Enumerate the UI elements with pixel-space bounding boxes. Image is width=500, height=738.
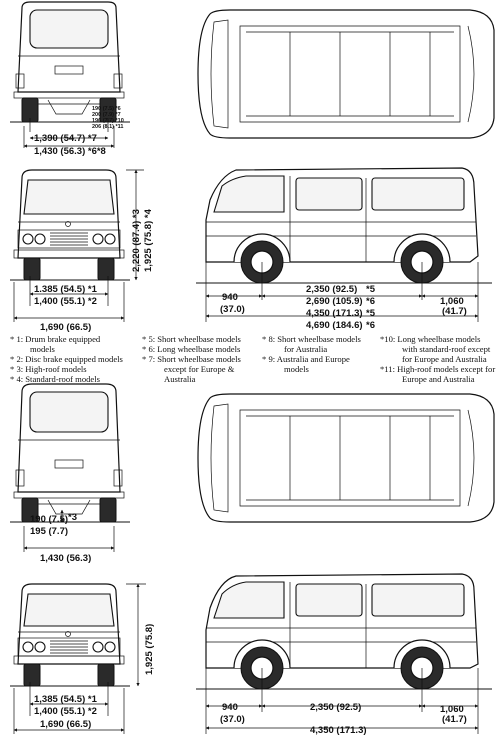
plan-view-bottom [197,393,495,523]
footnotes: * 1: Drum brake equipped models * 2: Dis… [10,334,495,384]
front-tread-2-bottom: 1,400 (55.1) *2 [34,706,97,717]
note-8: * 8: Short wheelbase models [262,334,361,344]
note-6: * 6: Long wheelbase models [142,344,241,354]
front-overhang-mm: 940 [222,292,238,303]
rear-overhang-mm-bottom: 1,060 [440,704,464,715]
rear-overhang-in-bottom: (41.7) [442,714,467,725]
rear-track-2: 1,430 (56.3) *6*8 [34,146,106,157]
note-10: *10: Long wheelbase models [380,334,481,344]
front-tread-1: 1.385 (54.5) *1 [34,284,98,295]
side-view-top: 940 (37.0) 2,350 (92.5) *5 2,690 (105.9)… [196,167,492,331]
front-view-bottom: 1,925 (75.8) 1,385 (54.5) *1 1,400 (55.1… [10,583,155,734]
rear-track: 1,430 (56.3) [40,553,91,564]
rear-view-top: 190 (7.5) *6 200 (7.9) *7 196 (7.7) *10 … [10,1,130,157]
note-8-cont: for Australia [284,344,327,354]
side-view-bottom: 940 (37.0) 2,350 (92.5) 4,350 (171.3) 1,… [196,573,492,736]
front-tread-1-bottom: 1,385 (54.5) *1 [34,694,98,705]
length-2-note: *6 [366,320,375,331]
front-tread-2: 1,400 (55.1) *2 [34,296,97,307]
note-11-cont: Europe and Australia [402,374,475,384]
front-width: 1,690 (66.5) [40,322,91,333]
note-7-cont-1: except for Europe & [164,364,235,374]
front-height-bottom: 1,925 (75.8) [144,624,155,675]
note-4: * 4: Standard-roof models [10,374,101,384]
note-7-cont-2: Australia [164,374,196,384]
rear-view-bottom: 190 (7.5) *3 195 (7.7) 1,430 (56.3) [10,383,130,564]
front-overhang-in-bottom: (37.0) [220,714,245,725]
length-1-note: *5 [366,308,376,319]
note-1: * 1: Drum brake equipped [10,334,101,344]
front-overhang-mm-bottom: 940 [222,702,238,713]
note-9: * 9: Australia and Europe [262,354,350,364]
note-7: * 7: Short wheelbase models [142,354,241,364]
rear-clearance-2: 195 (7.7) [30,526,68,537]
front-width-bottom: 1,690 (66.5) [40,719,91,730]
plan-view-top [197,9,495,139]
wheelbase-2-note: *6 [366,296,375,307]
rear-clearance-1-note: *3 [68,512,77,523]
front-height-1: 2,220 (87.4) *3 [131,209,142,272]
note-10-cont-2: for Europe and Australia [402,354,487,364]
note-1-cont: models [30,344,55,354]
note-3: * 3: High-roof models [10,364,87,374]
ground-clearance-1: 190 (7.5) *6 [92,106,121,112]
wheelbase-1: 2,350 (92.5) [306,284,357,295]
front-view-top: 2,220 (87.4) *3 1,925 (75.8) *4 1.385 (5… [10,169,154,333]
front-height-2: 1,925 (75.8) *4 [143,208,154,272]
note-9-cont: models [284,364,309,374]
length-2: 4,690 (184.6) [306,320,363,331]
note-5: * 5: Short wheelbase models [142,334,241,344]
rear-overhang-in: (41.7) [442,306,467,317]
front-overhang-in: (37.0) [220,304,245,315]
wheelbase-bottom: 2,350 (92.5) [310,702,361,713]
ground-clearance-4: 206 (8.1) *11 [92,124,124,130]
rear-clearance-1: 190 (7.5) [30,514,68,525]
length-bottom: 4,350 (171.3) [310,725,367,736]
rear-overhang-mm: 1,060 [440,296,464,307]
ground-clearance-3: 196 (7.7) *10 [92,118,124,124]
rear-track-1: 1,390 (54.7) *7 [34,133,97,144]
note-11: *11: High-roof models except for [380,364,495,374]
note-2: * 2: Disc brake equipped models [10,354,124,364]
wheelbase-2: 2,690 (105.9) [306,296,363,307]
ground-clearance-2: 200 (7.9) *7 [92,112,121,118]
length-1: 4,350 (171.3) [306,308,363,319]
note-10-cont-1: with standard-roof except [402,344,491,354]
wheelbase-1-note: *5 [366,284,376,295]
